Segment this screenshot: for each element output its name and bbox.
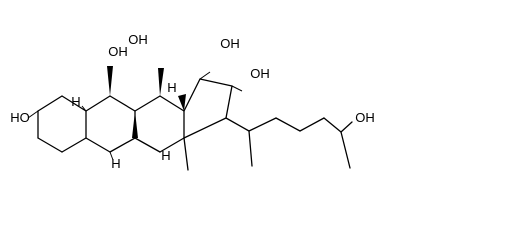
hash-bonds xyxy=(27,71,243,161)
ring-b xyxy=(85,95,136,153)
hydrogen-c10-label: H xyxy=(161,148,170,163)
methyl-groups xyxy=(183,130,351,171)
wedge-bonds xyxy=(107,66,186,138)
hydrogen-c8-label: H xyxy=(167,80,176,95)
hydroxyl-c6-label: OH xyxy=(128,32,148,47)
hydrogen-c9-label: H xyxy=(111,156,120,171)
hydroxyl-c16-label: OH xyxy=(250,66,270,81)
ring-a xyxy=(37,95,87,153)
hydrogen-c5-label: H xyxy=(71,94,80,109)
hydroxyl-c7-label: OH xyxy=(108,44,128,59)
side-chain xyxy=(225,117,353,133)
hydroxyl-c3-label: HO xyxy=(10,110,30,125)
ring-d xyxy=(183,78,233,139)
chemical-structure: OH OH OH OH HO OH H H H H xyxy=(10,32,375,171)
ring-c xyxy=(134,95,185,153)
hydroxyl-c26-label: OH xyxy=(355,110,375,125)
hydroxyl-c15-label: OH xyxy=(220,36,240,51)
